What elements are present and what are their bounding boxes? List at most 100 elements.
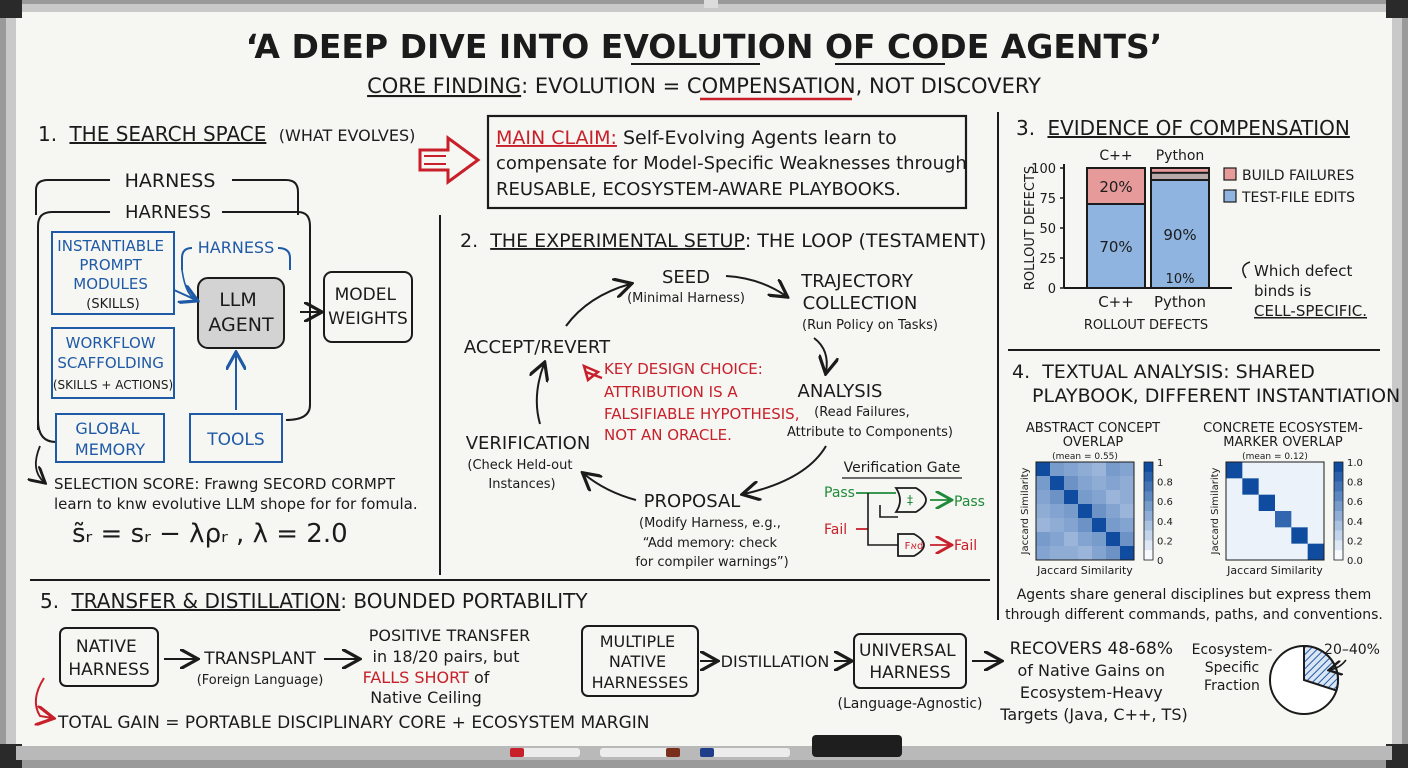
loop-analysis: ANALYSIS (798, 381, 883, 402)
heatmap-cell (1258, 462, 1276, 479)
s3-heading: 3. EVIDENCE OF COMPENSATION (1016, 116, 1350, 140)
colorbar-tick: 0.6 (1157, 497, 1173, 508)
multiple-line-1: MULTIPLE (600, 632, 675, 651)
heatmap-cell (1275, 543, 1292, 561)
arrow-accept-seed (565, 284, 630, 327)
model-weights-text: MODEL WEIGHTS (328, 285, 408, 329)
gate-or-icon (894, 487, 927, 513)
heatmap-cell (1120, 546, 1135, 561)
section-4: 4. TEXTUAL ANALYSIS: SHARED PLAYBOOK, DI… (1005, 361, 1400, 623)
colorbar-tick: 0.8 (1347, 478, 1363, 489)
heatmap-cell (1064, 490, 1079, 505)
top-clip (704, 0, 718, 8)
harness-blue-label: HARNESS (198, 238, 274, 257)
heatmap-cell (1106, 504, 1121, 519)
heatmap-cell (1226, 462, 1243, 479)
colorbar-step (1144, 540, 1153, 551)
bar-ytick-label: 50 (1039, 222, 1056, 237)
heatmap-cell (1242, 511, 1259, 528)
score-formula: s̃ᵣ = sᵣ − λρᵣ , λ = 2.0 (72, 519, 348, 549)
s5-heading-text: TRANSFER & DISTILLATION (70, 589, 340, 613)
colorbar-tick: 0.2 (1347, 536, 1363, 547)
subtitle-lead: CORE FINDING (367, 74, 521, 98)
pie-label-arrow (1330, 659, 1347, 670)
legend-label: TEST-FILE EDITS (1241, 190, 1355, 206)
gate-sym-2: Fאd (905, 541, 924, 552)
heatmap-cell (1092, 490, 1107, 505)
memory-line-1: GLOBAL (75, 419, 139, 438)
colorbar-tick: 0 (1157, 556, 1163, 567)
bar-top-label: Python (1156, 148, 1205, 164)
s1-heading-note: (WHAT EVOLVES) (279, 126, 416, 145)
s2-heading-text: THE EXPERIMENTAL SETUP (489, 230, 745, 252)
model-weights-box (323, 271, 413, 343)
bar-ytick-label: 75 (1039, 192, 1056, 207)
heatmap-cell (1258, 511, 1276, 528)
bar-category-label: Python (1154, 293, 1206, 311)
heatmap-cell (1092, 518, 1107, 533)
colorbar-step (1334, 550, 1343, 561)
loop-traj: TRAJECTORY COLLECTION (800, 271, 919, 314)
section-1: 1. THE SEARCH SPACE (WHAT EVOLVES) HARNE… (36, 122, 418, 549)
modules-text: INSTANTIABLE PROMPT MODULES (SKILLS) (57, 237, 168, 312)
verification-sub-1: (Check Held-out (467, 458, 572, 473)
subtitle-emph: COMPENSATION (687, 74, 856, 98)
bar-segment (1150, 179, 1210, 289)
native-harness-box (59, 627, 159, 687)
score-arrow (36, 445, 44, 482)
heatmap-title: CONCRETE ECOSYSTEM- (1203, 421, 1363, 436)
colorbar-tick: 0.4 (1157, 517, 1173, 528)
section-2: 2. THE EXPERIMENTAL SETUP: THE LOOP (TES… (460, 230, 986, 570)
colorbar-tick: 0.0 (1347, 556, 1363, 567)
s4-heading-num: 4. (1012, 361, 1030, 383)
s1-heading-num: 1. (38, 122, 57, 146)
heatmap-cell (1106, 476, 1121, 491)
colorbar-tick: 1 (1157, 458, 1163, 469)
bar-value-label: 10% (1166, 272, 1195, 287)
heatmap-concrete: CONCRETE ECOSYSTEM-MARKER OVERLAP(mean =… (1203, 421, 1363, 577)
heatmap-cell (1050, 518, 1065, 533)
bar-segment (1086, 203, 1146, 289)
bar-xlabel: ROLLOUT DEFECTS (1084, 318, 1208, 333)
proposal-sub-1: (Modify Harness, e.g., (639, 516, 781, 531)
legend-swatch (1223, 189, 1237, 203)
heatmap-cell (1064, 504, 1079, 519)
heatmap-cell (1064, 532, 1079, 547)
bar-ytick-label: 25 (1039, 252, 1056, 267)
s4-heading-line-2: PLAYBOOK, DIFFERENT INSTANTIATION (1032, 385, 1400, 407)
s4-caption-2: through different commands, paths, and c… (1005, 607, 1383, 623)
pie-slice-ecosystem (1303, 644, 1339, 692)
frame-corner-tr (1386, 0, 1408, 18)
colorbar-frame (1333, 461, 1344, 561)
s1-heading: 1. THE SEARCH SPACE (WHAT EVOLVES) (38, 122, 415, 146)
weights-line-1: MODEL (335, 285, 397, 305)
universal-text: UNIVERSAL HARNESS (859, 641, 961, 683)
brown-marker (600, 748, 680, 757)
falls-of: of (469, 668, 490, 687)
s5-heading-tail: : BOUNDED PORTABILITY (340, 589, 588, 613)
s2-heading-num: 2. (460, 230, 478, 252)
heatmap-mean: (mean = 0.12) (1242, 452, 1308, 462)
heatmap-cell (1092, 462, 1107, 477)
heatmap-title: ABSTRACT CONCEPT (1026, 421, 1160, 436)
note-line-1: Which defect (1254, 262, 1353, 280)
weights-line-2: WEIGHTS (328, 309, 408, 329)
heatmap-cell (1242, 462, 1259, 479)
heatmap-cell (1050, 546, 1065, 561)
heatmap-cell (1036, 490, 1051, 505)
heatmap-frame (1225, 461, 1325, 561)
workflow-line-1: WORKFLOW (66, 334, 156, 352)
heatmap-cell (1307, 543, 1325, 561)
native-harness-text: NATIVE HARNESS (68, 637, 149, 680)
colorbar-step (1334, 471, 1343, 482)
heatmap-cell (1078, 532, 1093, 547)
pie-label: Fraction (1204, 678, 1260, 694)
main-claim: MAIN CLAIM: Self-Evolving Agents learn t… (418, 114, 968, 210)
arrow-seed-traj (725, 275, 786, 296)
colorbar-step (1334, 511, 1343, 522)
heatmap-ylabel: Jaccard Similarity (1020, 467, 1031, 555)
falls-short-text: FALLS SHORT of (363, 668, 490, 687)
modules-line-2: PROMPT (79, 256, 142, 274)
colorbar-step (1144, 491, 1153, 502)
